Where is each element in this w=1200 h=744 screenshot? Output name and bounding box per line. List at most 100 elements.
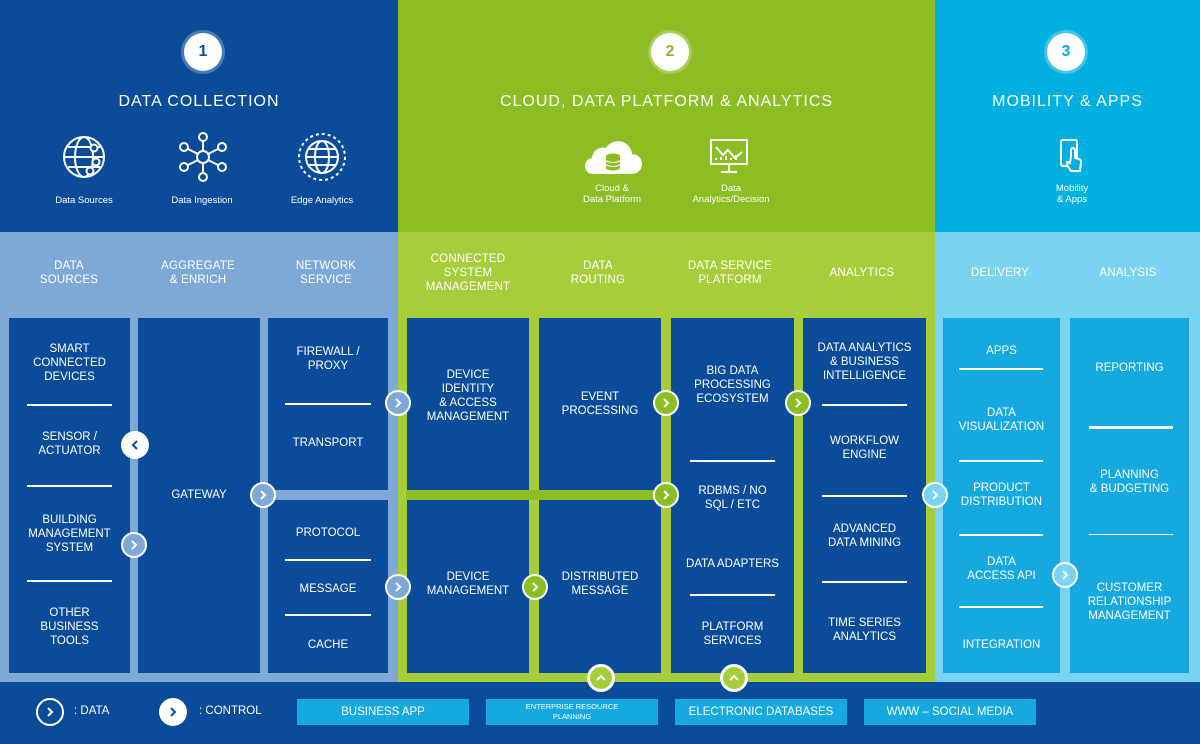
apps: APPS [986,345,1017,357]
data-analytics-business-intelligence: DATA ANALYTICS & BUSINESS INTELLIGENCE [817,342,912,382]
chevron-up-icon [729,674,739,681]
divider [959,606,1043,608]
gateway-network-connector [260,490,388,500]
workflow-engine: WORKFLOW ENGINE [830,435,899,461]
globe-network-icon [63,136,105,178]
mobility-apps-icon-label: Mobility & Apps [1055,183,1089,205]
section-2-title: CLOUD, DATA PLATFORM & ANALYTICS [499,93,834,110]
legend-control-marker [159,698,187,726]
source-electronic-databases: ELECTRONIC DATABASES [675,699,847,725]
transport: TRANSPORT [292,437,364,449]
divider [690,460,775,462]
column-header-analytics: ANALYTICS [829,267,895,279]
control-marker-up-2[interactable] [720,664,748,692]
protocol: PROTOCOL [295,527,361,539]
chevron-left-icon [131,440,138,450]
data-flow-marker[interactable] [1052,562,1078,588]
chevron-right-icon [131,540,138,550]
step-2-badge: 2 [651,33,689,71]
device-management: DEVICE MANAGEMENT [426,571,510,597]
advanced-data-mining: ADVANCED DATA MINING [827,523,902,549]
delivery-box: APPS DATA VISUALIZATION PRODUCT DISTRIBU… [943,318,1060,673]
device-management-box: DEVICE MANAGEMENT [407,500,529,673]
product-distribution: PRODUCT DISTRIBUTION [960,482,1043,508]
smart-connected-devices: SMART CONNECTED DEVICES [33,343,106,383]
data-flow-marker[interactable] [785,390,811,416]
distributed-message-box: DISTRIBUTED MESSAGE [539,500,661,673]
data-flow-marker[interactable] [653,482,679,508]
chevron-right-icon [795,398,802,408]
divider [959,460,1043,462]
control-marker-left[interactable] [121,431,149,459]
chevron-right-icon [1062,570,1069,580]
divider [1089,426,1173,429]
divider [822,495,907,497]
data-ingestion-icon-label: Data Ingestion [171,195,233,206]
divider [285,614,371,616]
divider [959,534,1043,536]
legend-data-label: : DATA [74,705,110,717]
chevron-right-icon [47,707,54,717]
distributed-message: DISTRIBUTED MESSAGE [561,571,639,597]
column-header-network-service: NETWORK SERVICE [295,260,357,286]
chevron-right-icon [932,490,939,500]
data-flow-marker[interactable] [385,574,411,600]
rdbms-nosql: RDBMS / NO SQL / ETC [698,485,767,511]
big-data-processing-ecosystem: BIG DATA PROCESSING ECOSYSTEM [694,365,771,405]
divider [822,404,907,406]
column-header-analysis: ANALYSIS [1099,267,1157,279]
data-flow-marker[interactable] [250,482,276,508]
data-flow-marker[interactable] [653,390,679,416]
network-nodes-icon [179,132,227,182]
globe-edge-icon [298,133,346,181]
event-processing-box: EVENT PROCESSING [539,318,661,490]
analytics-box: DATA ANALYTICS & BUSINESS INTELLIGENCE W… [803,318,926,673]
gateway-box: GATEWAY [138,318,260,673]
firewall-proxy: FIREWALL / PROXY [296,346,360,372]
reporting: REPORTING [1095,362,1164,374]
chevron-up-icon [596,674,606,681]
building-management-system: BUILDING MANAGEMENT SYSTEM [28,514,111,554]
mobile-touch-icon [1060,139,1082,172]
other-business-tools: OTHER BUSINESS TOOLS [40,607,99,647]
data-access-api: DATA ACCESS API [967,556,1036,582]
divider [285,559,371,561]
step-1-badge: 1 [184,33,222,71]
data-service-platform-box: BIG DATA PROCESSING ECOSYSTEM RDBMS / NO… [671,318,794,673]
source-erp: ENTERPRISE RESOURCE PLANNING [486,699,658,725]
data-visualization: DATA VISUALIZATION [958,407,1045,433]
device-identity-access-management: DEVICE IDENTITY & ACCESS MANAGEMENT [426,369,510,423]
source-business-app: BUSINESS APP [297,699,469,725]
section-3-title: MOBILITY & APPS [992,93,1143,110]
divider [285,403,371,405]
data-flow-marker[interactable] [922,482,948,508]
divider [1089,534,1173,535]
legend-data-marker [36,698,64,726]
data-flow-marker[interactable] [522,574,548,600]
step-3-badge: 3 [1047,33,1085,71]
integration: INTEGRATION [962,639,1041,651]
edge-analytics-icon-label: Edge Analytics [290,195,354,206]
data-flow-marker[interactable] [385,390,411,416]
column-header-data-routing: DATA ROUTING [570,260,626,286]
chevron-right-icon [532,582,539,592]
legend-control-label: : CONTROL [199,705,262,717]
chevron-right-icon [395,398,402,408]
data-flow-marker[interactable] [121,532,147,558]
data-adapters: DATA ADAPTERS [686,558,779,570]
time-series-analytics: TIME SERIES ANALYTICS [828,617,901,643]
analysis-box: REPORTING PLANNING & BUDGETING CUSTOMER … [1070,318,1189,673]
network-service-bottom-box: PROTOCOL MESSAGE CACHE [268,500,388,673]
cloud-data-platform-icon-label: Cloud & Data Platform [582,183,642,205]
device-identity-box: DEVICE IDENTITY & ACCESS MANAGEMENT [407,318,529,490]
column-header-data-service-platform: DATA SERVICE PLATFORM [687,260,773,286]
customer-relationship-management: CUSTOMER RELATIONSHIP MANAGEMENT [1087,582,1172,622]
planning-budgeting: PLANNING & BUDGETING [1089,469,1170,495]
routing-connector-horizontal [406,490,672,500]
network-service-top-box: FIREWALL / PROXY TRANSPORT [268,318,388,490]
gateway-label: GATEWAY [171,489,227,501]
divider [822,581,907,583]
source-www-social-media: WWW – SOCIAL MEDIA [864,699,1036,725]
divider [27,580,112,582]
control-marker-up-1[interactable] [587,664,615,692]
